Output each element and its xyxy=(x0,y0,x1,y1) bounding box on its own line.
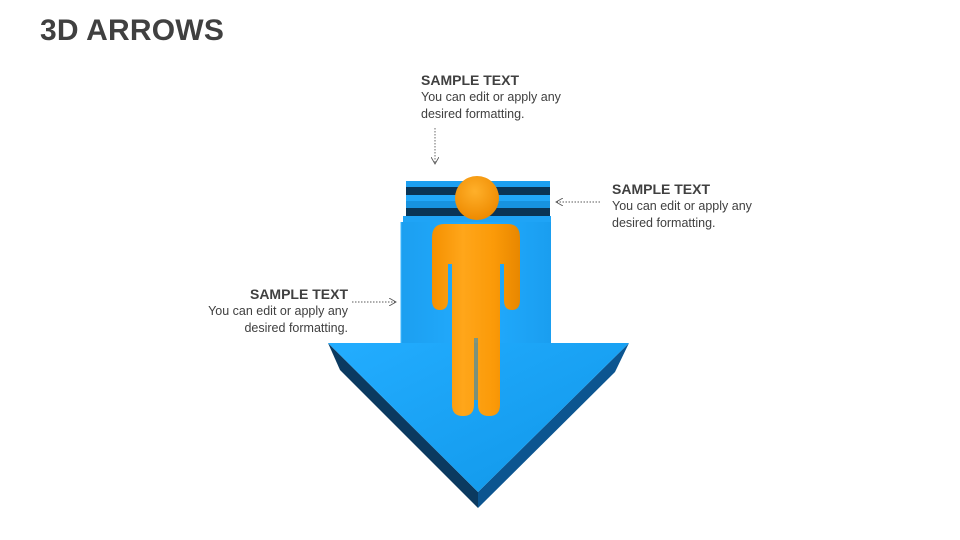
callout-heading: SAMPLE TEXT xyxy=(421,72,520,88)
callout-heading: SAMPLE TEXT xyxy=(612,181,711,197)
callout-body: You can edit or apply any desired format… xyxy=(421,90,561,121)
callout-right: SAMPLE TEXT You can edit or apply any de… xyxy=(612,181,772,231)
person-figure xyxy=(432,176,520,416)
slide-title: 3D ARROWS xyxy=(40,14,225,47)
callout-top: SAMPLE TEXT You can edit or apply any de… xyxy=(421,72,591,122)
callout-body: You can edit or apply any desired format… xyxy=(208,304,348,335)
callout-body: You can edit or apply any desired format… xyxy=(612,199,752,230)
callout-heading: SAMPLE TEXT xyxy=(249,286,348,302)
callout-left: SAMPLE TEXT You can edit or apply any de… xyxy=(196,286,348,336)
connectors xyxy=(352,128,600,302)
arrow-extrusion xyxy=(328,343,629,508)
